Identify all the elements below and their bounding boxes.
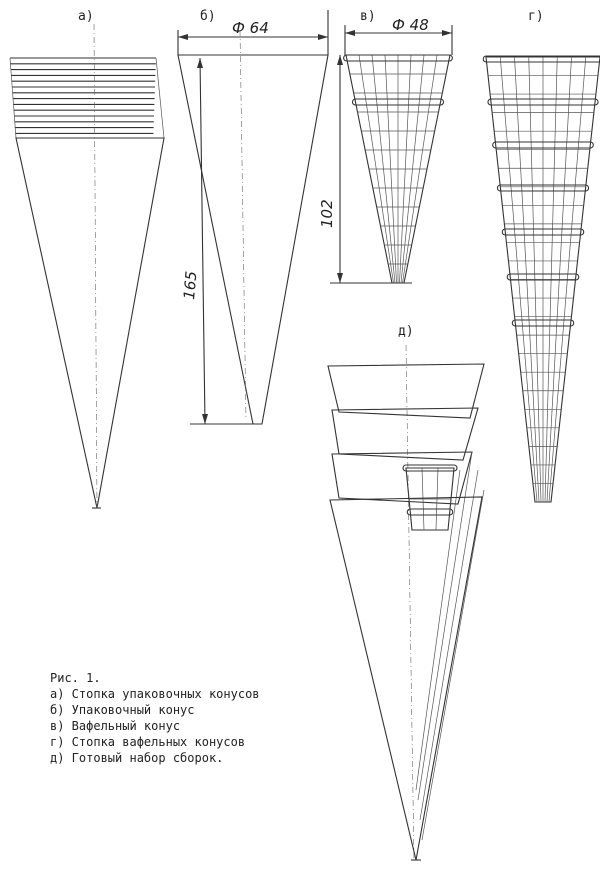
diameter-text-v: Ф 48 — [392, 16, 429, 34]
packing-cone-b: б) Ф 64 165 — [177, 9, 329, 425]
waffle-rim — [402, 464, 458, 472]
waffle-rim — [501, 228, 585, 236]
height-text-b: 165 — [180, 270, 200, 300]
caption-item-a: а) Стопка упаковочных конусов — [50, 687, 260, 701]
figure-caption: Рис. 1. а) Стопка упаковочных конусов б)… — [50, 670, 350, 766]
packing-cone-front-d — [329, 496, 483, 861]
waffle-rim — [343, 54, 453, 62]
caption-item-d: д) Готовый набор сборок. — [50, 751, 224, 765]
waffle-rim — [506, 273, 580, 281]
diameter-text-b: Ф 64 — [232, 19, 269, 37]
waffle-rim — [496, 184, 590, 192]
waffle-rim — [511, 319, 575, 327]
waffle-rim — [487, 98, 599, 106]
label-d: д) — [398, 324, 414, 339]
cone-stack-a: а) — [9, 9, 165, 509]
packing-cone-top-3 — [331, 451, 473, 505]
axis-d — [405, 344, 415, 861]
waffle-rim — [351, 98, 445, 106]
caption-item-v: в) Вафельный конус — [50, 719, 181, 733]
waffle-stack-g: г) — [482, 9, 600, 503]
packing-cone-top-2 — [331, 407, 479, 461]
caption-title: Рис. 1. — [50, 671, 101, 685]
waffle-rim — [492, 141, 594, 149]
waffle-rim — [406, 508, 454, 516]
caption-item-g: г) Стопка вафельных конусов — [50, 735, 246, 749]
assembly-set-d: д) — [327, 324, 485, 861]
height-text-v: 102 — [318, 199, 336, 228]
label-v: в) — [360, 9, 376, 24]
axis-b — [239, 29, 247, 421]
height-line-b — [199, 57, 206, 425]
waffle-rim — [482, 55, 600, 63]
waffle-cone-v: в) Ф 48 102 — [318, 9, 453, 284]
label-a: а) — [78, 9, 94, 24]
packing-cone-top-1 — [327, 363, 485, 419]
label-b: б) — [200, 9, 216, 24]
caption-item-b: б) Упаковочный конус — [50, 703, 195, 717]
packing-cone-a — [15, 137, 165, 509]
label-g: г) — [528, 9, 544, 24]
axis-a — [93, 23, 98, 509]
